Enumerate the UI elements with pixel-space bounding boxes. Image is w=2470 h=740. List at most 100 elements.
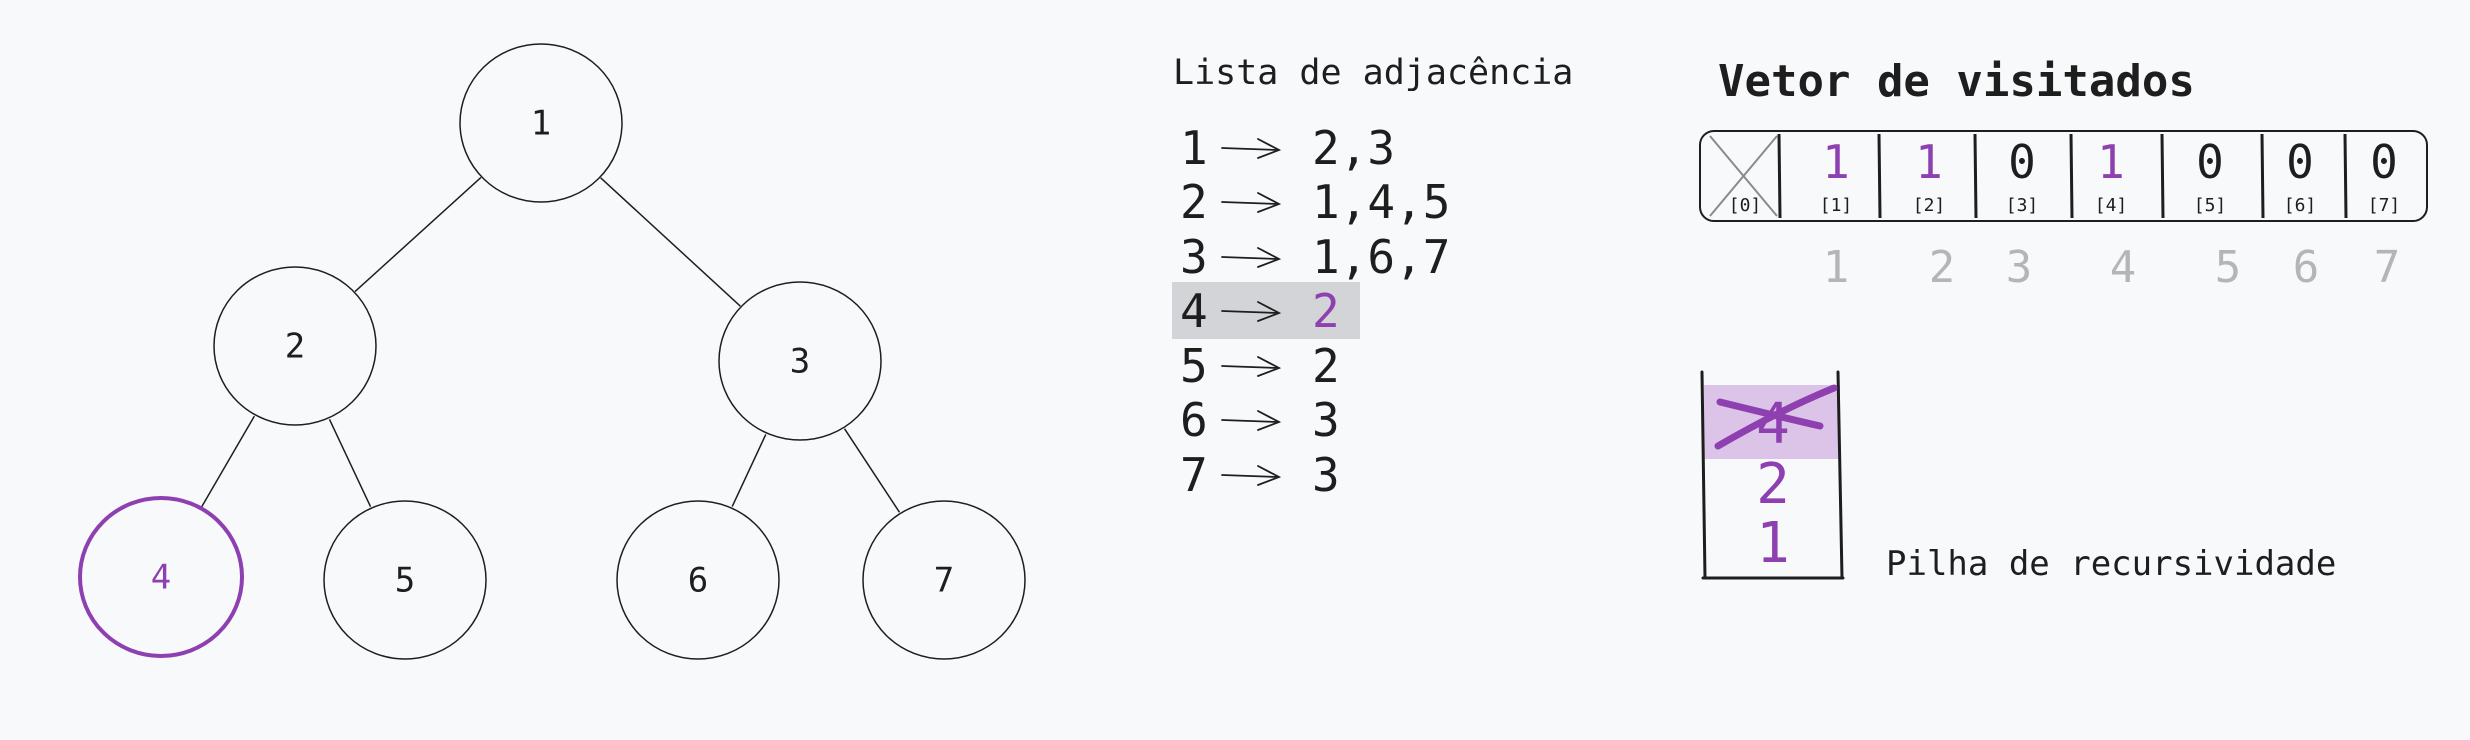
stack-item: 4 [1714, 384, 1838, 457]
visited-value: 0 [2008, 135, 2036, 189]
visited-value: 0 [2286, 135, 2314, 189]
adjacency-neighbors: 1,4,5 [1312, 175, 1450, 229]
tree-edge [843, 428, 901, 513]
tree-node-4: 4 [78, 496, 244, 658]
visited-node-label: 3 [2006, 242, 2033, 293]
tree-node-circle [718, 281, 882, 441]
visited-array: Vetor de visitados [0]1[1]1[2]0[3]1[4]0[… [1699, 56, 2428, 293]
visited-node-label: 7 [2374, 242, 2401, 293]
tree-node-1: 1 [459, 43, 623, 203]
adjacency-node: 7 [1180, 448, 1208, 502]
visited-node-label: 5 [2215, 242, 2242, 293]
strike-icon [1714, 384, 1838, 450]
tree-node-label: 5 [395, 561, 415, 601]
tree-node-label: 4 [151, 558, 171, 598]
visited-index: [4] [2095, 195, 2128, 216]
visited-node-label: 2 [1929, 242, 1956, 293]
visited-index: [0] [1729, 195, 1762, 216]
visited-cell-6: 0[6] [2284, 135, 2317, 216]
visited-index: [5] [2194, 195, 2227, 216]
arrow-icon [1221, 247, 1282, 268]
adjacency-neighbors: 1,6,7 [1312, 230, 1450, 284]
stack-value: 1 [1756, 511, 1790, 576]
visited-divider [1777, 133, 1782, 219]
stack-item: 2 [1756, 452, 1790, 517]
arrow-icon [1221, 138, 1282, 159]
visited-value: 1 [1822, 135, 1850, 189]
visited-index: [2] [1913, 195, 1946, 216]
adjacency-neighbors: 3 [1312, 448, 1340, 502]
tree-edge [354, 176, 482, 293]
stack-item: 1 [1756, 511, 1790, 576]
tree-node-circle [862, 500, 1026, 660]
visited-array-box [1699, 130, 2428, 222]
tree-edge [731, 434, 767, 507]
visited-index: [6] [2284, 195, 2317, 216]
arrow-icon [1221, 192, 1282, 213]
adjacency-node: 6 [1180, 393, 1208, 447]
adjacency-title: Lista de adjacência [1173, 53, 1573, 93]
visited-node-label: 6 [2293, 242, 2320, 293]
visited-node-label: 4 [2110, 242, 2137, 293]
visited-value: 0 [2370, 135, 2398, 189]
tree-edge [200, 415, 256, 508]
adjacency-neighbors: 3 [1312, 393, 1340, 447]
visited-value: 1 [2097, 135, 2125, 189]
stack-label: Pilha de recursividade [1886, 544, 2336, 584]
visited-value: 0 [2196, 135, 2224, 189]
tree-node-label: 6 [688, 561, 708, 601]
visited-cell-2: 1[2] [1913, 135, 1946, 216]
visited-node-label: 1 [1823, 242, 1850, 293]
visited-divider [2160, 133, 2165, 219]
tree-node-2: 2 [213, 266, 377, 426]
tree-node-3: 3 [718, 281, 882, 441]
tree-node-circle [323, 500, 487, 660]
tree-node-label: 1 [531, 104, 551, 144]
adjacency-node: 3 [1180, 230, 1208, 284]
adjacency-node: 5 [1180, 339, 1208, 393]
tree-diagram: 1 2 3 4 5 6 7 [78, 43, 1026, 660]
adjacency-neighbors: 2,3 [1312, 121, 1395, 175]
visited-index: [3] [2006, 195, 2039, 216]
adjacency-row-highlight [1172, 282, 1360, 339]
visited-title: Vetor de visitados [1718, 56, 2195, 107]
tree-node-label: 3 [790, 342, 810, 382]
adjacency-node: 4 [1180, 284, 1208, 338]
visited-cell-3: 0[3] [2006, 135, 2039, 216]
tree-node-6: 6 [616, 500, 780, 660]
visited-index: [1] [1820, 195, 1853, 216]
visited-cell-7: 0[7] [2368, 135, 2401, 216]
arrow-icon [1221, 301, 1282, 322]
adjacency-row: 3 1,6,7 [1180, 230, 1450, 284]
stack-container [1700, 370, 1845, 580]
tree-node-label: 2 [285, 327, 305, 367]
visited-cell-0: [0] [1709, 135, 1778, 217]
arrow-icon [1221, 465, 1282, 486]
tree-node-circle [213, 266, 377, 426]
cross-icon [1709, 135, 1778, 217]
tree-node-circle [616, 500, 780, 660]
visited-divider [1973, 133, 1978, 219]
visited-index: [7] [2368, 195, 2401, 216]
adjacency-node: 2 [1180, 175, 1208, 229]
tree-edge [600, 177, 741, 307]
visited-cell-4: 1[4] [2095, 135, 2128, 216]
visited-divider [1877, 133, 1882, 219]
recursion-stack: 421 Pilha de recursividade [1700, 370, 2336, 584]
stack-value: 2 [1756, 452, 1790, 517]
arrow-icon [1221, 356, 1282, 377]
visited-cell-5: 0[5] [2194, 135, 2227, 216]
tree-node-7: 7 [862, 500, 1026, 660]
visited-cell-1: 1[1] [1820, 135, 1853, 216]
tree-node-circle [459, 43, 623, 203]
visited-divider [2069, 133, 2074, 219]
visited-divider [2343, 133, 2348, 219]
tree-edge [328, 418, 372, 508]
